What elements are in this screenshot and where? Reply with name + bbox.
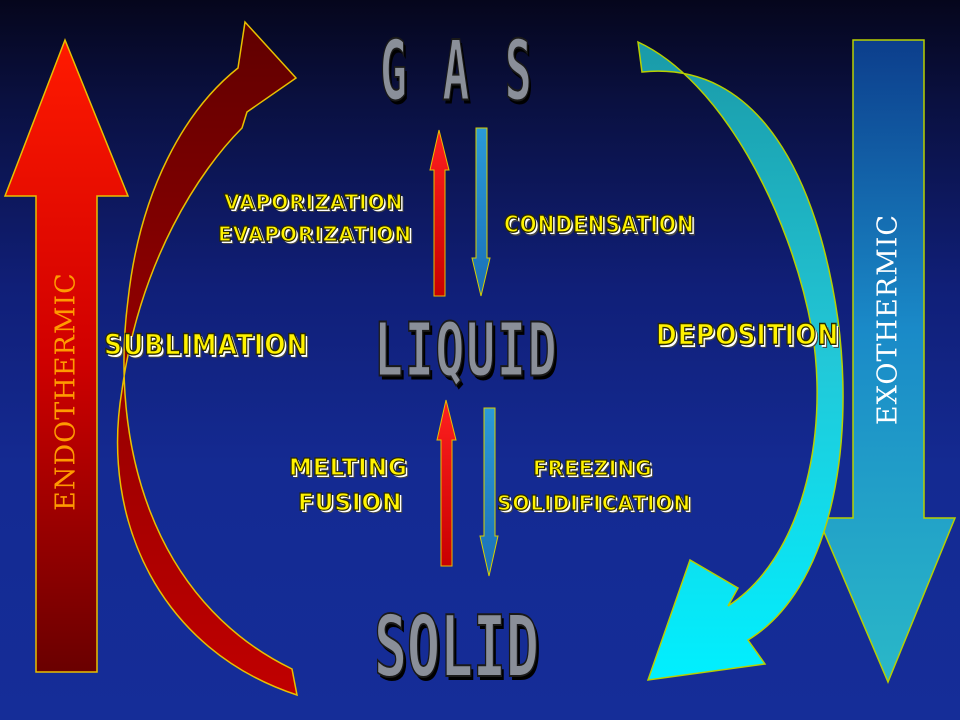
- endothermic-up-arrow-icon: [3, 37, 130, 673]
- exothermic-down-arrow-icon: [816, 39, 957, 684]
- process-label-melting: MELTING: [288, 454, 408, 481]
- process-label-fusion: FUSION: [297, 489, 403, 516]
- state-label-liquid: LIQUID: [373, 307, 559, 395]
- melting-up-arrow-icon: [436, 399, 457, 567]
- exothermic-label: EXOTHERMIC: [872, 213, 904, 426]
- process-label-solidification: SOLIDIFICATION: [496, 490, 692, 515]
- process-label-vaporization: VAPORIZATION: [223, 189, 404, 214]
- deposition-curved-arrow-icon: [637, 40, 844, 681]
- state-label-gas: G A S: [379, 23, 536, 121]
- freezing-down-arrow-icon: [479, 407, 499, 577]
- sublimation-curved-arrow-icon: [116, 20, 298, 697]
- endothermic-label: ENDOTHERMIC: [50, 272, 82, 511]
- process-label-freezing: FREEZING: [532, 455, 653, 480]
- process-label-deposition: DEPOSITION: [655, 317, 840, 352]
- process-label-sublimation: SUBLIMATION: [103, 327, 309, 362]
- process-label-evaporization: EVAPORIZATION: [217, 221, 413, 246]
- process-label-condensation: CONDENSATION: [503, 209, 695, 238]
- vaporization-up-arrow-icon: [429, 129, 450, 297]
- state-label-solid: SOLID: [373, 597, 539, 697]
- condensation-down-arrow-icon: [471, 127, 491, 297]
